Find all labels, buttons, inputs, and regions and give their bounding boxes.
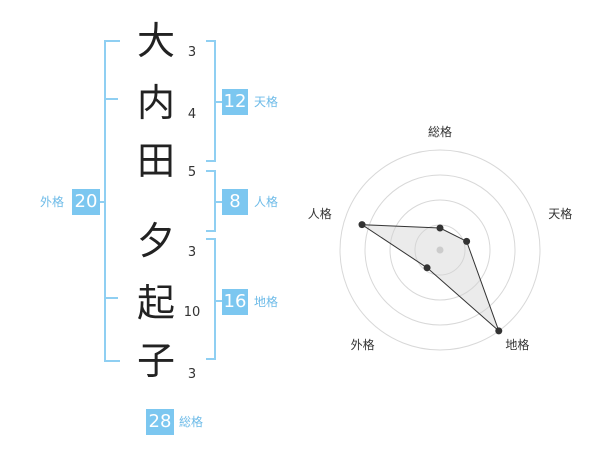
radar-ring: [339, 149, 541, 351]
radar-point-2: [463, 237, 471, 245]
tenkaku-label: 天格: [254, 95, 279, 109]
stroke-count-3: 5: [187, 165, 197, 180]
radar-polygon: [360, 224, 500, 332]
jinkaku-bracket: [206, 170, 216, 232]
tenkaku-bracket: [206, 40, 216, 162]
radar-ring: [389, 199, 491, 301]
gaikaku-badge: 20: [72, 189, 100, 215]
jinkaku-connector: [216, 201, 222, 203]
gaikaku-bracket-tick: [106, 98, 118, 100]
stroke-count-6: 3: [187, 367, 197, 382]
radar-axis-label-4: 外格: [350, 338, 375, 353]
stroke-count-5: 10: [183, 305, 201, 320]
name-char-4: 夕: [136, 219, 175, 263]
radar-point-1: [436, 224, 444, 232]
gaikaku-connector: [98, 201, 106, 203]
stroke-count-4: 3: [187, 245, 197, 260]
chikaku-connector: [216, 300, 222, 302]
chikaku-badge: 16: [222, 289, 248, 315]
name-char-3: 田: [136, 139, 175, 183]
soukaku-badge: 28: [146, 409, 174, 435]
name-char-1: 大: [136, 19, 175, 63]
chikaku-label: 地格: [254, 295, 279, 309]
radar-axis-label-5: 人格: [307, 206, 332, 221]
tenkaku-badge: 12: [222, 89, 248, 115]
stroke-count-1: 3: [187, 45, 197, 60]
name-char-6: 子: [136, 339, 175, 383]
radar-point-4: [423, 264, 431, 272]
radar-center-dot: [436, 246, 444, 254]
jinkaku-label: 人格: [254, 195, 279, 209]
radar-axis-label-3: 地格: [505, 338, 530, 353]
radar-point-5: [358, 221, 366, 229]
radar-axis-label-2: 天格: [548, 206, 573, 221]
name-char-2: 内: [136, 81, 175, 125]
soukaku-label: 総格: [179, 415, 204, 429]
tenkaku-connector: [216, 101, 222, 103]
chikaku-bracket: [206, 238, 216, 360]
radar-axis-label-1: 総格: [428, 125, 453, 139]
jinkaku-badge: 8: [222, 189, 248, 215]
radar-ring: [364, 174, 516, 326]
radar-point-3: [495, 327, 503, 335]
gaikaku-label: 外格: [40, 195, 65, 209]
stroke-count-2: 4: [187, 107, 197, 122]
name-char-5: 起: [136, 281, 175, 325]
gaikaku-bracket-tick: [106, 297, 118, 299]
